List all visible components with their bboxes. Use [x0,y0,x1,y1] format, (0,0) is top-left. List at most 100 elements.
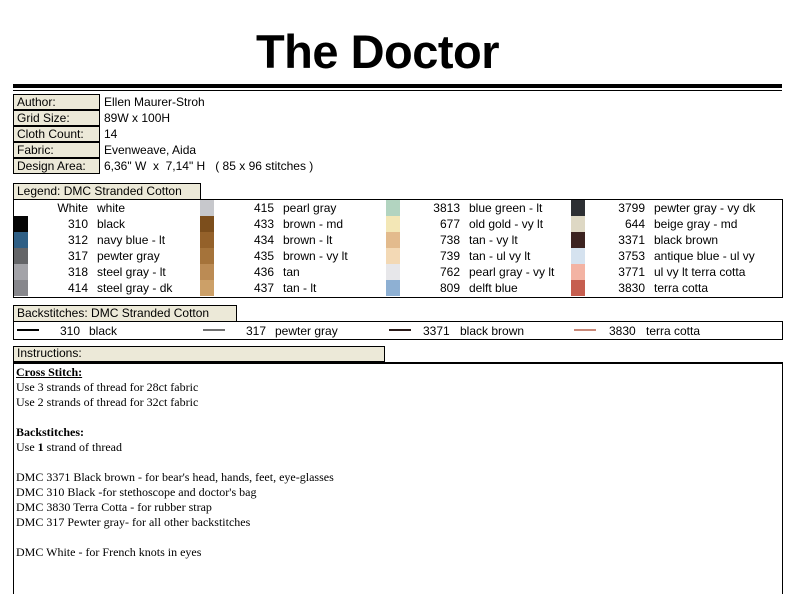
thread-number: White [57,201,88,215]
info-value: 6,36" W x 7,14" H ( 85 x 96 stitches ) [104,159,314,173]
thread-name: steel gray - dk [97,281,173,295]
instruction-line: DMC 310 Black -for stethoscope and docto… [16,485,257,499]
color-swatch [14,216,28,232]
thread-number: 762 [439,265,460,279]
color-swatch [386,200,400,216]
backstitches-table: 310 black 317 pewter gray 3371 black bro… [13,321,783,340]
thread-name: tan - vy lt [469,233,518,247]
thread-name: brown - vy lt [283,249,348,263]
thread-number: 3753 [618,249,645,263]
backstitches-header: Backstitches: DMC Stranded Cotton [13,305,237,322]
backstitch-item: 3371 black brown [386,322,576,339]
color-swatch [200,248,214,264]
thread-number: 318 [67,265,88,279]
thread-number: 317 [67,249,88,263]
info-value: Ellen Maurer-Stroh [104,95,205,109]
info-row-author: Author: Ellen Maurer-Stroh [13,94,413,110]
thread-name: tan - lt [283,281,317,295]
color-swatch [571,232,585,248]
thread-name: terra cotta [646,324,701,338]
color-swatch [386,280,400,296]
info-row-fabric: Fabric: Evenweave, Aida [13,142,413,158]
instruction-line: Use 2 strands of thread for 32ct fabric [16,395,199,409]
info-label: Author: [13,94,100,110]
thread-name: black [97,217,126,231]
info-label: Cloth Count: [13,126,100,142]
stitch-line-icon [389,329,411,331]
info-value: 89W x 100H [104,111,171,125]
legend-item: 3830 terra cotta [571,280,757,296]
cross-stitch-heading: Cross Stitch: [16,365,83,379]
color-swatch [386,264,400,280]
thread-name: steel gray - lt [97,265,166,279]
thread-number: 437 [253,281,274,295]
thread-number: 3799 [618,201,645,215]
color-swatch [571,248,585,264]
color-swatch [571,280,585,296]
thread-number: 3371 [618,233,645,247]
blank-line [16,410,334,425]
legend-item: 415 pearl gray [200,200,386,216]
instruction-text: Use [16,440,38,454]
instruction-line: Use 3 strands of thread for 28ct fabric [16,380,199,394]
thread-name: beige gray - md [654,217,738,231]
thread-number: 436 [253,265,274,279]
thread-name: ul vy lt terra cotta [654,265,746,279]
thread-name: pearl gray [283,201,337,215]
thread-number: 317 [246,324,267,338]
thread-number: 739 [439,249,460,263]
stitch-line-icon [203,329,225,331]
strand-count: 1 [37,440,44,454]
backstitch-item: 310 black [14,322,204,339]
backstitch-item: 3830 terra cotta [571,322,761,339]
color-swatch [14,232,28,248]
title-text: The Doctor [255,25,500,78]
instruction-text: strand of thread [43,440,122,454]
thread-number: 3830 [609,324,636,338]
thread-name: navy blue - lt [97,233,166,247]
thread-number: 3830 [618,281,645,295]
thread-number: 415 [253,201,274,215]
thread-name: terra cotta [654,281,709,295]
thread-name: pewter gray [97,249,160,263]
thread-number: 433 [253,217,274,231]
color-swatch [14,264,28,280]
title-rule-thin [13,90,782,91]
legend-item: 762 pearl gray - vy lt [386,264,572,280]
instruction-line: DMC 3830 Terra Cotta - for rubber strap [16,500,212,514]
blank-line [16,530,334,545]
legend-item: 738 tan - vy lt [386,232,572,248]
thread-name: pewter gray - vy dk [654,201,756,215]
thread-number: 738 [439,233,460,247]
thread-name: tan [283,265,300,279]
color-swatch [386,232,400,248]
thread-number: 809 [439,281,460,295]
color-swatch [14,248,28,264]
thread-number: 434 [253,233,274,247]
color-swatch [571,200,585,216]
thread-name: black brown [460,324,525,338]
legend-item: 317 pewter gray [14,248,200,264]
legend-item: 312 navy blue - lt [14,232,200,248]
thread-number: 312 [67,233,88,247]
instructions-panel: Cross Stitch: Use 3 strands of thread fo… [13,362,783,594]
thread-name: pearl gray - vy lt [469,265,555,279]
color-swatch [200,264,214,280]
info-label: Grid Size: [13,110,100,126]
blank-line [16,455,334,470]
instructions-text: Cross Stitch: Use 3 strands of thread fo… [16,365,334,560]
color-swatch [14,200,28,216]
info-row-design-area: Design Area: 6,36" W x 7,14" H ( 85 x 96… [13,158,413,174]
instructions-header: Instructions: [13,346,385,362]
legend-item: 3799 pewter gray - vy dk [571,200,757,216]
thread-number: 3813 [433,201,460,215]
